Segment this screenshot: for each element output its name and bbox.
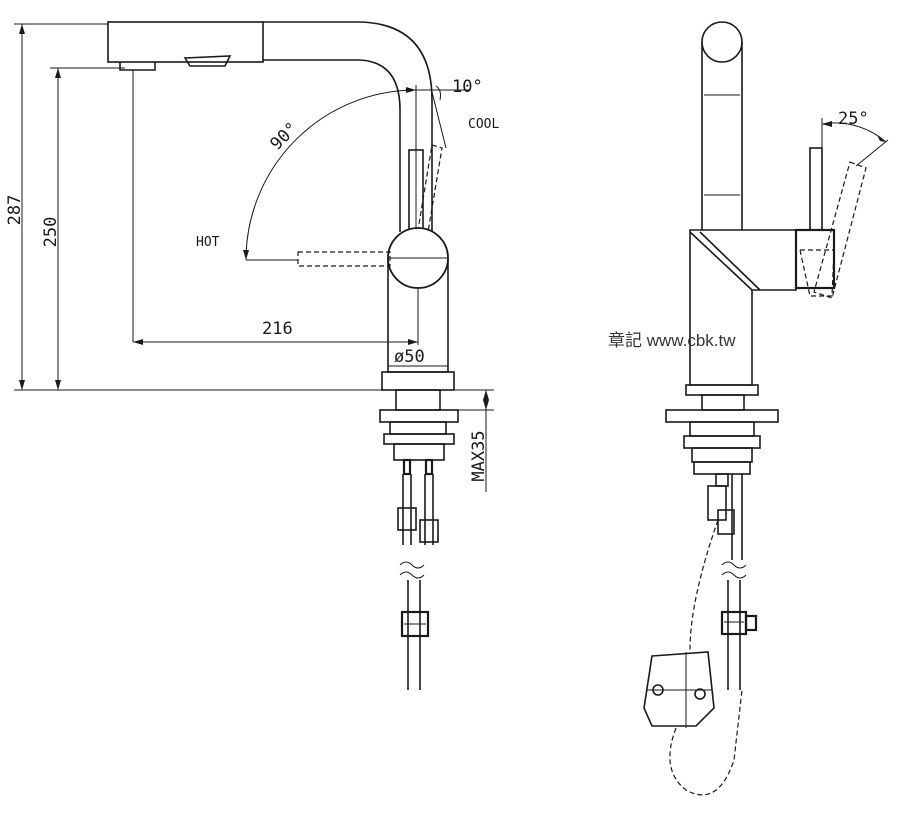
under-deck-assembly xyxy=(379,389,459,690)
dimension-287: 287 xyxy=(5,23,108,390)
rotation-angle-label: 90° xyxy=(267,119,303,155)
cool-tilt-label: 10° xyxy=(452,77,483,97)
dimension-216-label: 216 xyxy=(262,319,293,339)
dimension-287-label: 287 xyxy=(5,195,25,226)
handle-upright xyxy=(408,144,443,233)
cool-tilt: 10° COOL xyxy=(405,77,499,149)
side-lever xyxy=(794,147,867,299)
spout-head xyxy=(107,21,264,342)
base-diameter-label: ø50 xyxy=(394,347,425,367)
dimension-max-deck: MAX35 xyxy=(458,389,494,492)
hose-weight xyxy=(643,519,743,796)
watermark-text: 章記 www.cbk.tw xyxy=(608,331,736,350)
front-view: 287 250 xyxy=(5,21,499,690)
side-body xyxy=(689,229,797,386)
side-spout-top xyxy=(701,21,743,230)
cool-label: COOL xyxy=(468,117,499,132)
dimension-250: 250 xyxy=(41,67,125,390)
side-tilt-label: 25° xyxy=(838,109,869,129)
side-under-deck xyxy=(665,384,779,690)
hot-label: HOT xyxy=(196,235,220,250)
max-deck-label: MAX35 xyxy=(469,430,489,481)
side-view: 25° 章記 www.cbk.tw xyxy=(608,21,889,796)
side-tilt-angle: 25° xyxy=(821,109,889,167)
dimension-250-label: 250 xyxy=(41,217,61,248)
dimension-216: 216 xyxy=(133,288,419,345)
rotation-arc: 90° HOT xyxy=(196,87,417,261)
spout-neck xyxy=(263,21,433,232)
dimension-base-diameter: ø50 xyxy=(388,347,448,367)
